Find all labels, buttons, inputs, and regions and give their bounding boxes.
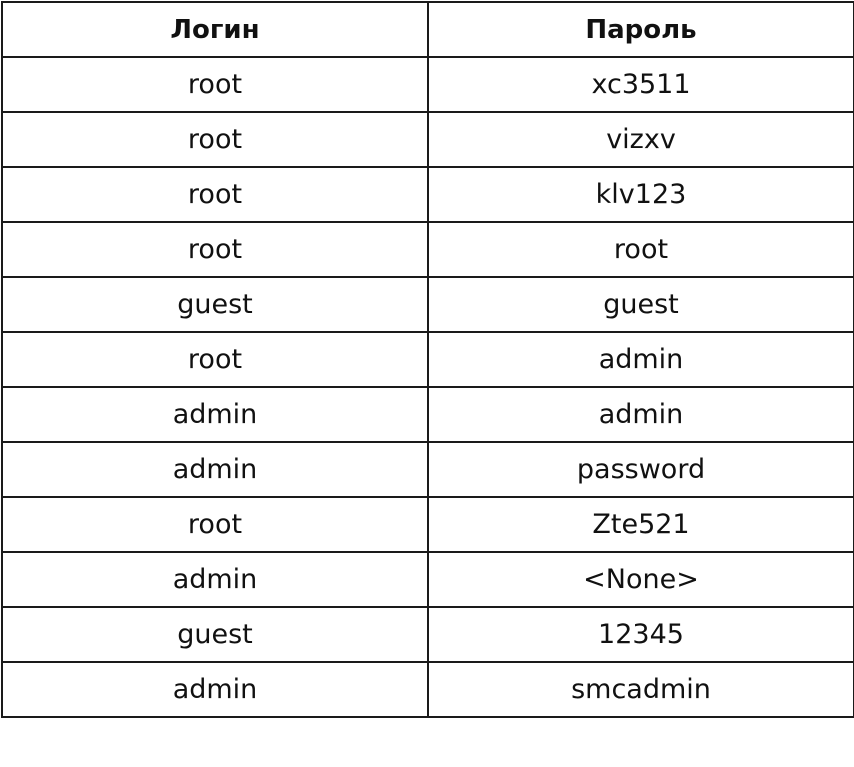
table-row: root Zte521 <box>1 496 854 553</box>
login-cell: admin <box>1 386 429 443</box>
table-row: root klv123 <box>1 166 854 223</box>
password-cell: klv123 <box>427 166 854 223</box>
login-cell: root <box>1 221 429 278</box>
table-row: admin password <box>1 441 854 498</box>
login-cell: root <box>1 56 429 113</box>
table-row: guest 12345 <box>1 606 854 663</box>
password-cell: guest <box>427 276 854 333</box>
table-header: Логин Пароль <box>1 1 854 58</box>
password-cell: password <box>427 441 854 498</box>
login-cell: root <box>1 331 429 388</box>
password-cell: Zte521 <box>427 496 854 553</box>
login-cell: root <box>1 111 429 168</box>
password-cell: <None> <box>427 551 854 608</box>
login-cell: root <box>1 496 429 553</box>
credentials-table: Логин Пароль root xc3511 root vizxv root… <box>1 1 854 718</box>
login-cell: guest <box>1 606 429 663</box>
password-cell: xc3511 <box>427 56 854 113</box>
table-row: root vizxv <box>1 111 854 168</box>
login-cell: admin <box>1 551 429 608</box>
login-cell: guest <box>1 276 429 333</box>
column-header-password: Пароль <box>427 1 854 58</box>
header-row: Логин Пароль <box>1 1 854 58</box>
table-row: admin <None> <box>1 551 854 608</box>
column-header-login: Логин <box>1 1 429 58</box>
login-cell: admin <box>1 661 429 718</box>
table-row: guest guest <box>1 276 854 333</box>
login-cell: root <box>1 166 429 223</box>
password-cell: vizxv <box>427 111 854 168</box>
table-row: admin admin <box>1 386 854 443</box>
table-row: root admin <box>1 331 854 388</box>
table-row: root xc3511 <box>1 56 854 113</box>
password-cell: root <box>427 221 854 278</box>
table-body: root xc3511 root vizxv root klv123 root … <box>1 56 854 718</box>
password-cell: admin <box>427 331 854 388</box>
table-row: admin smcadmin <box>1 661 854 718</box>
login-cell: admin <box>1 441 429 498</box>
table-row: root root <box>1 221 854 278</box>
password-cell: 12345 <box>427 606 854 663</box>
password-cell: admin <box>427 386 854 443</box>
password-cell: smcadmin <box>427 661 854 718</box>
